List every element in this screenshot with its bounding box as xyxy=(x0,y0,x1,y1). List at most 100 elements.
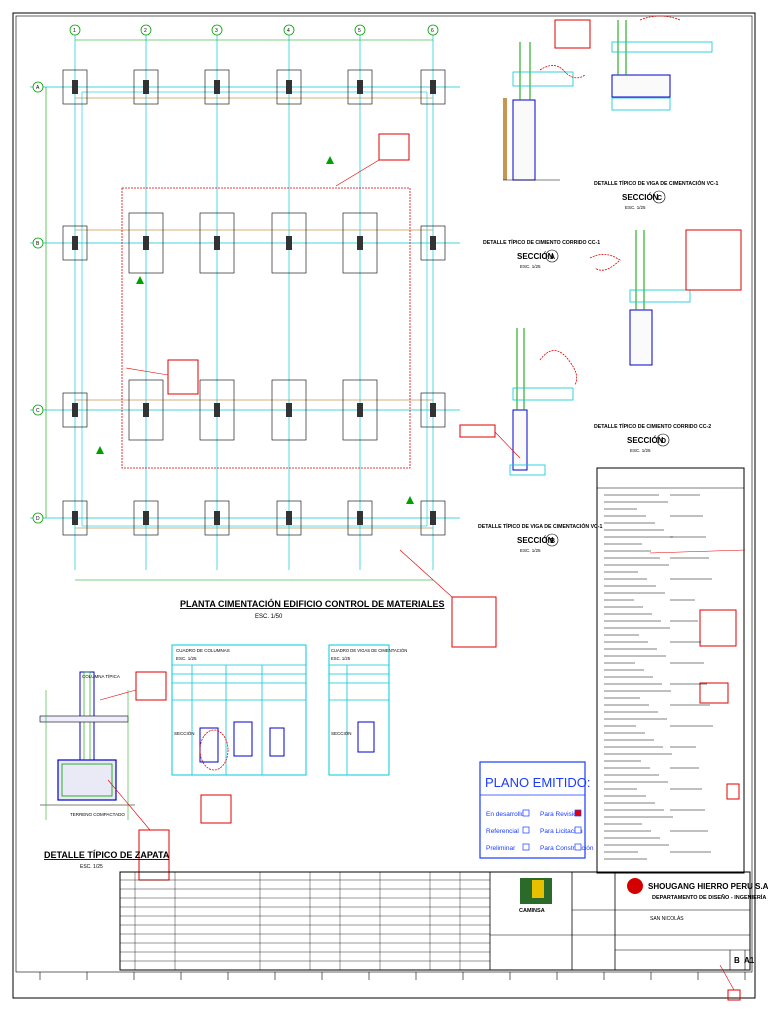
section-C-detail xyxy=(611,15,713,111)
column xyxy=(286,236,292,250)
plano-emitido-box xyxy=(479,761,586,859)
annotation-box xyxy=(451,596,497,648)
annotation-box xyxy=(378,133,410,161)
grid-bubble xyxy=(69,24,81,36)
footing-label-column: COLUMNA TÍPICA xyxy=(82,673,120,679)
interior-footing xyxy=(271,212,307,274)
plano-option-label: Preliminar xyxy=(486,845,516,852)
section-cut-marker xyxy=(406,496,414,504)
plano-option-checkbox-checked[interactable] xyxy=(574,809,582,817)
plano-option-label: Para Revisión xyxy=(540,811,581,818)
plan-title: PLANTA CIMENTACIÓN EDIFICIO CONTROL DE M… xyxy=(180,598,445,609)
column xyxy=(72,511,78,525)
footing-detail-scale: ESC. 1/25 xyxy=(80,864,103,870)
section-B-label: SECCIÓN xyxy=(517,536,554,545)
perimeter-footing xyxy=(133,69,159,105)
plano-emitido-title: PLANO EMITIDO: xyxy=(485,775,590,790)
plano-option-checkbox[interactable] xyxy=(522,826,530,834)
section-B-detail xyxy=(459,328,578,476)
column xyxy=(357,511,363,525)
beam-table-scale: ESC. 1/25 xyxy=(331,656,351,661)
column xyxy=(214,403,220,417)
perimeter-footing xyxy=(276,69,302,105)
section-C-title: DETALLE TÍPICO DE VIGA DE CIMENTACIÓN VC… xyxy=(594,179,719,187)
section-C-letter: C xyxy=(657,195,662,202)
column xyxy=(430,236,436,250)
logo-text: CAMINSA xyxy=(519,908,545,914)
sheet-border xyxy=(12,12,756,999)
annotation-box xyxy=(135,671,167,701)
grid-row-label: A xyxy=(36,85,40,91)
department-name: DEPARTAMENTO DE DISEÑO - INGENIERÍA xyxy=(652,893,766,901)
section-B-bubble xyxy=(545,533,559,547)
section-D-detail xyxy=(589,229,742,366)
column xyxy=(430,403,436,417)
section-A-bubble xyxy=(545,249,559,263)
grid-bubble xyxy=(32,512,44,524)
section-A-detail xyxy=(503,19,591,181)
sheet-size: A1 xyxy=(744,956,755,965)
section-cut-marker xyxy=(326,156,334,164)
grid-column-label: 5 xyxy=(358,28,361,34)
perimeter-footing xyxy=(420,392,446,428)
plano-option-label: Para Licitación xyxy=(540,828,583,835)
column xyxy=(72,80,78,94)
section-D-label: SECCIÓN xyxy=(627,436,664,445)
section-C-scale: ESC. 1/25 xyxy=(625,205,646,210)
section-D-bubble xyxy=(656,433,670,447)
column xyxy=(357,403,363,417)
section-A-title: DETALLE TÍPICO DE CIMIENTO CORRIDO CC-1 xyxy=(483,238,600,246)
perimeter-footing xyxy=(420,500,446,536)
annotation-box xyxy=(200,794,232,824)
section-A-label: SECCIÓN xyxy=(517,252,554,261)
column xyxy=(72,403,78,417)
column xyxy=(214,511,220,525)
annotation-box xyxy=(699,609,737,647)
column xyxy=(357,236,363,250)
interior-footing xyxy=(199,212,235,274)
general-notes-box xyxy=(596,467,746,874)
column-table-scale: ESC. 1/25 xyxy=(176,656,197,661)
plano-option-checkbox[interactable] xyxy=(522,843,530,851)
plano-option-label: En desarrollo xyxy=(486,811,525,818)
section-B-scale: ESC. 1/25 xyxy=(520,548,541,553)
shougang-logo xyxy=(627,878,643,894)
grid-bubble xyxy=(32,81,44,93)
grid-bubble xyxy=(140,24,152,36)
grid-column-label: 6 xyxy=(431,28,434,34)
column xyxy=(143,80,149,94)
column xyxy=(143,236,149,250)
section-D-letter: D xyxy=(661,438,666,445)
perimeter-footing xyxy=(347,500,373,536)
plano-option-checkbox[interactable] xyxy=(574,843,582,851)
interior-footing xyxy=(342,379,378,441)
section-C-label: SECCIÓN xyxy=(622,193,659,202)
perimeter-footing xyxy=(133,500,159,536)
section-cut-marker xyxy=(136,276,144,284)
column xyxy=(286,80,292,94)
revision-table xyxy=(120,872,490,970)
beam-schedule-table xyxy=(328,644,390,776)
grid-bubble xyxy=(283,24,295,36)
footing-label-terrain: TERRENO COMPACTADO xyxy=(70,812,125,817)
grid-bubble xyxy=(211,24,223,36)
perimeter-footing xyxy=(347,69,373,105)
column xyxy=(286,403,292,417)
perimeter-footing xyxy=(204,500,230,536)
perimeter-footing xyxy=(62,392,88,428)
plano-option-checkbox[interactable] xyxy=(522,809,530,817)
section-A-letter: A xyxy=(550,254,555,261)
section-A-scale: ESC. 1/25 xyxy=(520,264,541,269)
column-table-row-label: SECCIÓN xyxy=(174,730,195,736)
annotation-box xyxy=(459,424,496,438)
plano-option-checkbox[interactable] xyxy=(574,826,582,834)
section-B-title: DETALLE TÍPICO DE VIGA DE CIMENTACIÓN VC… xyxy=(478,522,603,530)
company-name: SHOUGANG HIERRO PERU S.A.A. xyxy=(648,882,768,891)
column-table-title: CUADRO DE COLUMNAS xyxy=(176,648,230,653)
column xyxy=(214,236,220,250)
grid-row-label: C xyxy=(36,408,40,414)
sheet-border-ruler xyxy=(39,972,746,980)
